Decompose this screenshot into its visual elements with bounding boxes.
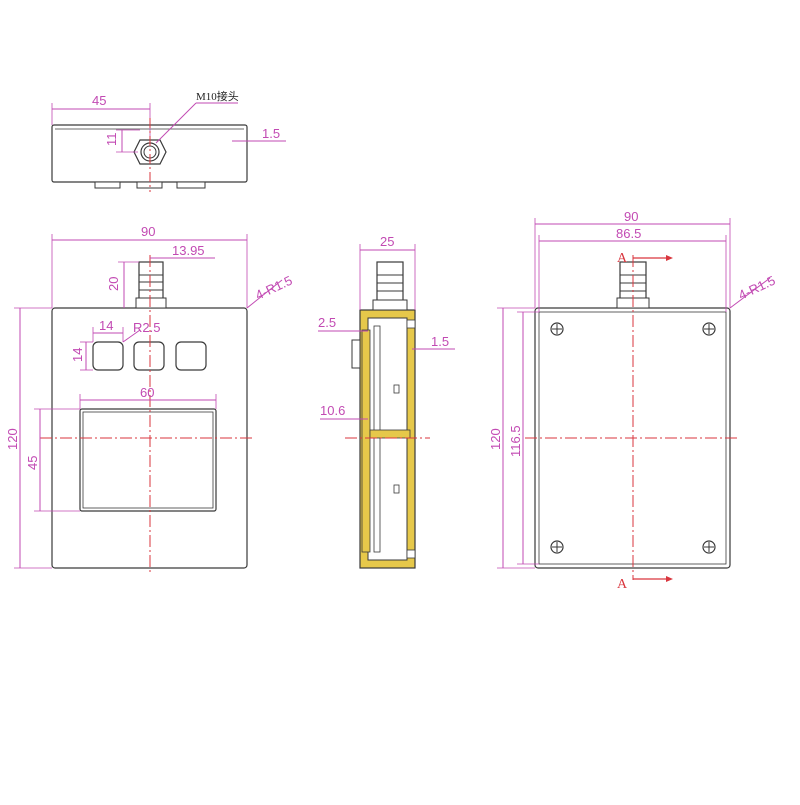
front-overall-width: 90 (141, 224, 155, 239)
touchpad-width-dim: 60 (140, 385, 154, 400)
back-inner-height: 116.5 (508, 425, 523, 457)
front-connector-offset: 13.95 (172, 243, 205, 258)
front-connector-height: 20 (106, 277, 121, 291)
key-height-dim: 14 (70, 348, 85, 362)
side-panel-thickness: 1.5 (431, 334, 449, 349)
side-view: 25 2.5 1.5 10.6 (318, 234, 455, 569)
back-overall-width: 90 (624, 209, 638, 224)
key-2 (133, 341, 165, 371)
touchpad (79, 408, 217, 512)
screw-bottom-left (550, 540, 564, 554)
key-3 (175, 341, 207, 371)
section-label-top: A (617, 251, 628, 266)
connector-label: M10接头 (196, 90, 239, 103)
top-thickness-dim: 1.5 (262, 126, 280, 141)
back-view: A A 90 86.5 4-R1.5 120 116.5 (488, 209, 778, 592)
side-panel-offset: 2.5 (318, 315, 336, 330)
front-overall-height: 120 (5, 428, 20, 450)
key-1 (92, 341, 124, 371)
front-view: 90 13.95 20 4-R1.5 14 R2.5 14 60 45 120 (5, 224, 295, 575)
top-view-foot-right (176, 181, 206, 189)
side-center-offset: 10.6 (320, 403, 345, 418)
key-radius-dim: R2.5 (133, 320, 160, 335)
screw-bottom-right (702, 540, 716, 554)
screw-top-right (702, 322, 716, 336)
key-width-dim: 14 (99, 318, 113, 333)
back-overall-height: 120 (488, 428, 503, 450)
back-corner-radius: 4-R1.5 (736, 273, 778, 303)
top-view: 45 11 1.5 M10接头 (51, 90, 286, 192)
touchpad-height-dim: 45 (25, 456, 40, 470)
top-width-dim: 45 (92, 93, 106, 108)
section-label-bottom: A (617, 577, 628, 592)
front-corner-radius: 4-R1.5 (253, 273, 295, 303)
top-view-foot-left (94, 181, 121, 189)
screw-top-left (550, 322, 564, 336)
top-height-dim: 11 (104, 133, 119, 147)
back-inner-width: 86.5 (616, 226, 641, 241)
side-connector (376, 261, 404, 303)
side-depth-dim: 25 (380, 234, 394, 249)
